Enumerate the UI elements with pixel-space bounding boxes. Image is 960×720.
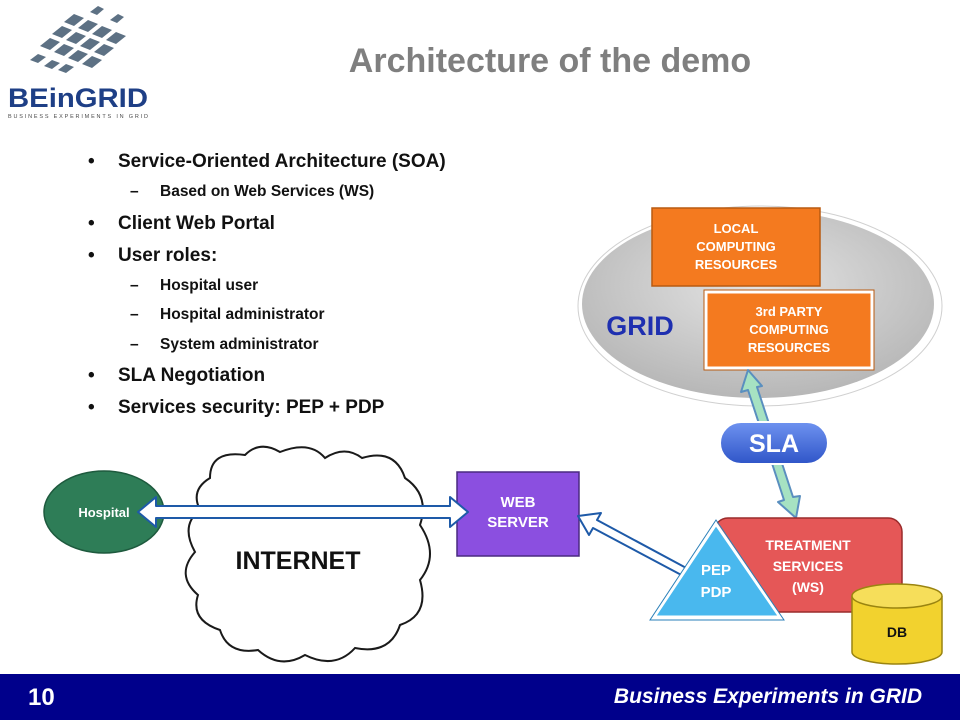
footer-title: Business Experiments in GRID [613, 685, 922, 708]
treatment-line-3: (WS) [792, 579, 824, 595]
pdp-label: PDP [701, 584, 732, 601]
bullet-item: Services security: PEP + PDP [88, 398, 548, 417]
pep-pdp-triangle: PEP PDP [649, 519, 785, 621]
sub-bullet-item: System administrator [88, 336, 548, 353]
bullet-item: User roles: [88, 246, 548, 265]
hospital-webserver-arrow [137, 496, 469, 528]
internet-label: INTERNET [236, 547, 361, 575]
pep-label: PEP [701, 562, 731, 579]
third-party-line-2: COMPUTING [749, 322, 828, 337]
db-cylinder: DB [851, 583, 943, 665]
sub-bullet-item: Hospital administrator [88, 307, 548, 323]
logo-wordmark: BEinGRID [8, 83, 148, 113]
beingrid-logo: BEinGRID BUSINESS EXPERIMENTS IN GRID [0, 0, 160, 125]
local-computing-resources-box: LOCAL COMPUTING RESOURCES [651, 207, 821, 287]
footer-bar: 10 Business Experiments in GRID [0, 674, 960, 720]
sub-bullet-item: Hospital user [88, 277, 548, 294]
bullet-item: Client Web Portal [88, 214, 548, 233]
sub-bullet-item: Based on Web Services (WS) [88, 184, 548, 200]
page-number: 10 [28, 684, 55, 711]
sla-label: SLA [749, 430, 799, 458]
local-line-2: COMPUTING [696, 239, 775, 254]
treatment-line-1: TREATMENT [765, 537, 851, 553]
internet-cloud: INTERNET [184, 445, 431, 663]
bullet-list: Service-Oriented Architecture (SOA) Based… [88, 152, 548, 430]
local-line-1: LOCAL [714, 221, 759, 236]
third-party-line-1: 3rd PARTY [756, 304, 823, 319]
web-server-line-1: WEB [501, 494, 536, 511]
logo-tagline: BUSINESS EXPERIMENTS IN GRID [8, 114, 148, 120]
treatment-line-2: SERVICES [773, 558, 844, 574]
bullet-item: SLA Negotiation [88, 366, 548, 385]
db-label: DB [887, 624, 907, 640]
slide-title: Architecture of the demo [348, 42, 752, 80]
third-party-line-3: RESOURCES [748, 340, 831, 355]
local-line-3: RESOURCES [695, 257, 778, 272]
web-server-box: WEB SERVER [456, 471, 580, 557]
grid-label: GRID [606, 311, 674, 341]
bullet-item: Service-Oriented Architecture (SOA) [88, 152, 548, 171]
web-server-line-2: SERVER [487, 514, 549, 531]
grid-mesh-icon [30, 6, 126, 73]
third-party-computing-resources-box: 3rd PARTY COMPUTING RESOURCES [703, 289, 875, 371]
hospital-label: Hospital [78, 505, 129, 520]
sla-pill: SLA [719, 421, 829, 465]
